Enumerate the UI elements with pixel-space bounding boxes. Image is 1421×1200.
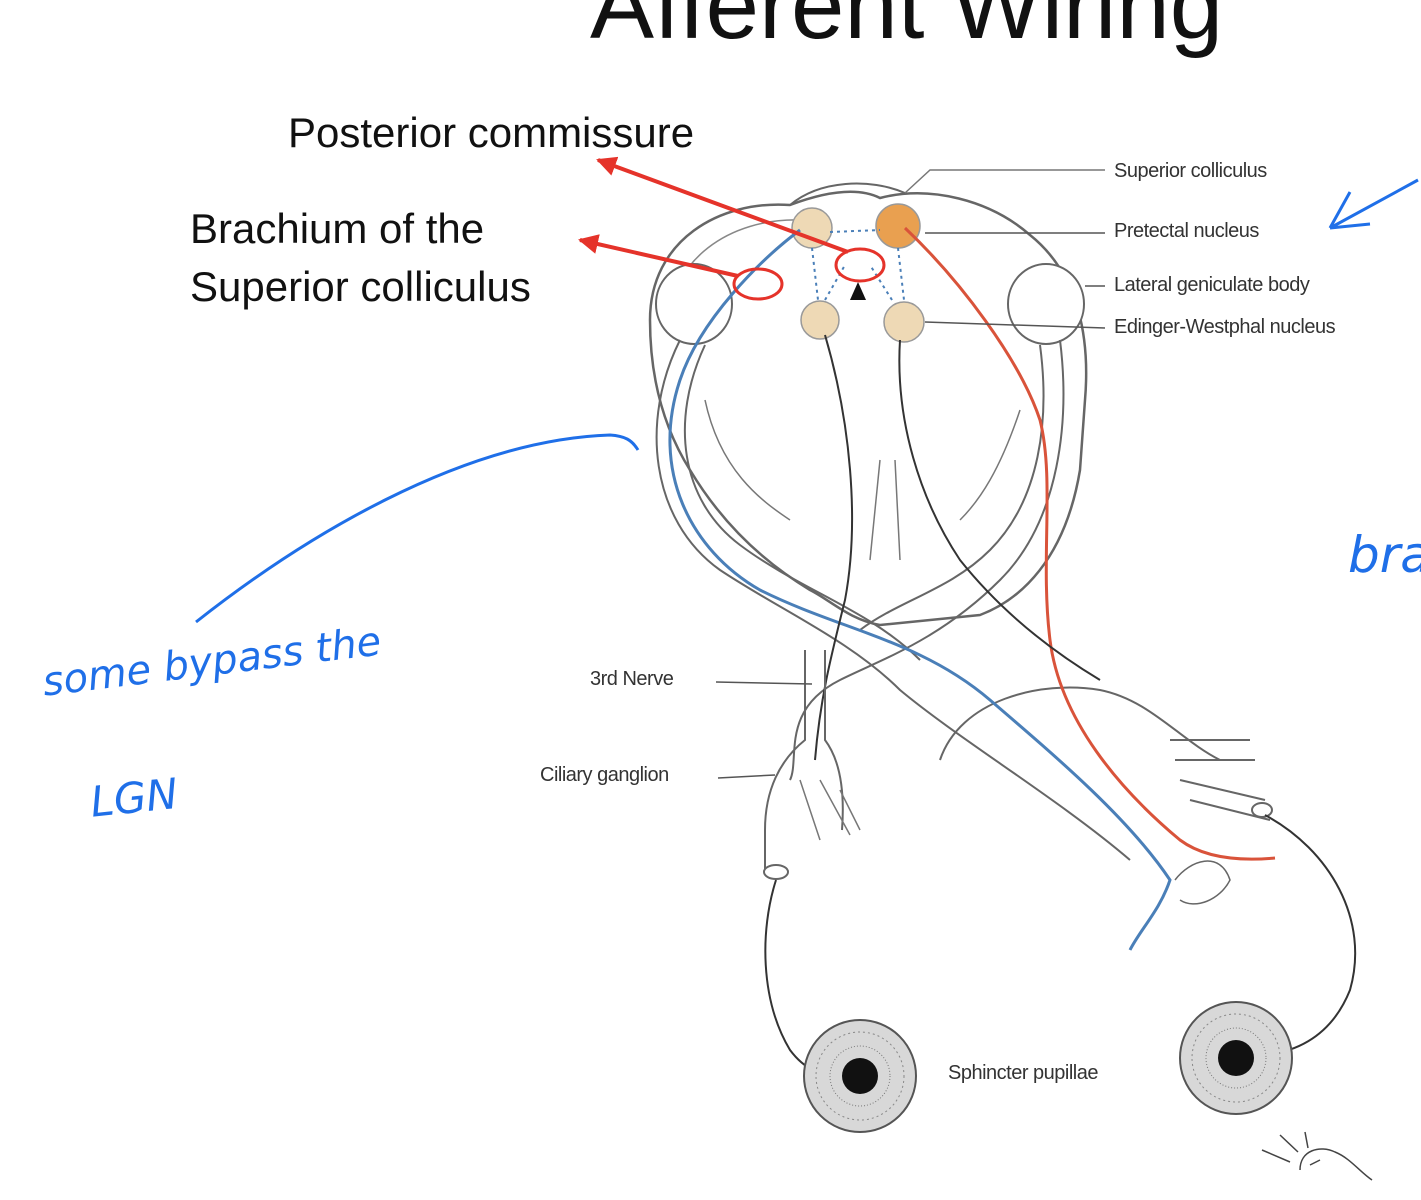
callout-brachium-line1: Brachium of the: [190, 205, 485, 252]
red-arrow-icon-posterior: [596, 156, 849, 254]
right-nerve-bundle: [1170, 739, 1271, 821]
optic-tract-right: [789, 339, 1065, 781]
label-sphincter-pupillae: Sphincter pupillae: [948, 1062, 1099, 1084]
label-pretectal-nucleus: Pretectal nucleus: [1114, 220, 1259, 242]
optic-tract-left: [655, 339, 1131, 861]
red-arrow-icon-brachium: [578, 234, 739, 278]
cerebral-aqueduct-line: [904, 169, 1105, 194]
slide-title: Afferent Wiring: [590, 0, 1224, 59]
lateral-geniculate-body-left: [655, 263, 733, 345]
midbrain-outline: [648, 190, 1088, 627]
brachium-circle: [732, 267, 784, 301]
right-nerve-end: [1251, 802, 1273, 818]
third-nerve-tube: [764, 650, 844, 870]
handwritten-arrow-right: [1328, 178, 1419, 230]
iris-icon-left: [803, 1019, 917, 1133]
afferent-fiber-red: [903, 226, 1276, 861]
iris-icon-right: [1179, 1001, 1293, 1115]
leader-lines: [715, 232, 1106, 779]
cerebral-peduncle-right: [959, 409, 1021, 521]
label-lateral-geniculate-body: Lateral geniculate body: [1114, 274, 1310, 296]
label-superior-colliculus: Superior colliculus: [1114, 160, 1267, 182]
afferent-fiber-blue: [668, 228, 1172, 951]
efferent-fiber-left: [814, 334, 854, 761]
aqueduct-marker: [850, 282, 866, 300]
third-nerve-branches: [799, 779, 861, 841]
lower-optic-chiasm: [939, 686, 1221, 761]
optic-tract-left-inner: [683, 344, 921, 661]
pen-cursor-icon: [1261, 1131, 1373, 1181]
label-ciliary-ganglion: Ciliary ganglion: [540, 764, 669, 786]
cerebral-peduncle-left: [704, 399, 791, 521]
pretectal-nucleus-right: [875, 203, 921, 249]
ciliary-ganglion-end: [763, 864, 789, 880]
callout-brachium-line2: Superior colliculus: [190, 263, 531, 310]
callout-posterior-commissure: Posterior commissure: [288, 109, 695, 156]
handwritten-arrow-curve: [195, 433, 640, 624]
short-ciliary-nerve-right: [1254, 814, 1357, 1056]
right-nerve-root: [1174, 860, 1231, 905]
annotation-right-fragment: bra: [1348, 526, 1421, 584]
midline-stem: [869, 459, 901, 561]
posterior-commissure-circle: [834, 247, 886, 283]
annotation-lgn: LGN: [88, 768, 181, 827]
efferent-fiber-right: [898, 339, 1101, 681]
edinger-westphal-left: [800, 300, 840, 340]
label-third-nerve: 3rd Nerve: [590, 668, 674, 690]
optic-tract-right-inner: [859, 344, 1045, 631]
label-edinger-westphal-nucleus: Edinger-Westphal nucleus: [1114, 316, 1336, 338]
edinger-westphal-right: [883, 301, 925, 343]
superior-colliculus-hump: [789, 182, 906, 206]
lateral-geniculate-body-right: [1007, 263, 1085, 345]
